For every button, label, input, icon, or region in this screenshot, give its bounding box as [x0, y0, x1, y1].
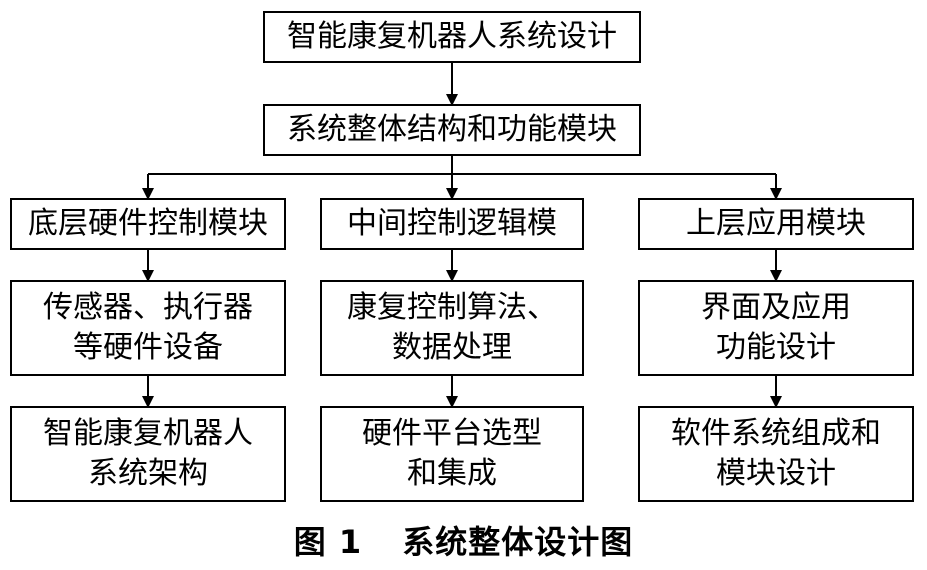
- detail-line: 功能设计: [716, 330, 836, 365]
- root-node-label: 智能康复机器人系统设计: [287, 19, 617, 54]
- figure-title: 系统整体设计图: [402, 523, 634, 561]
- module-node-bottom-layer: 底层硬件控制模块: [10, 198, 286, 250]
- detail-line: 硬件平台选型: [362, 416, 542, 451]
- figure-number: 图 1: [293, 523, 363, 561]
- detail-line: 数据处理: [392, 330, 512, 365]
- module-label: 上层应用模块: [686, 206, 866, 241]
- detail-line: 界面及应用: [701, 290, 851, 325]
- detail-line: 等硬件设备: [73, 330, 223, 365]
- structure-node-label: 系统整体结构和功能模块: [287, 112, 617, 147]
- detail2-node-top-layer: 软件系统组成和 模块设计: [638, 406, 914, 502]
- detail-line: 康复控制算法、: [347, 290, 557, 325]
- detail-line: 传感器、执行器: [43, 290, 253, 325]
- detail1-node-middle-layer: 康复控制算法、 数据处理: [320, 280, 584, 376]
- detail2-node-bottom-layer: 智能康复机器人 系统架构: [10, 406, 286, 502]
- module-label: 底层硬件控制模块: [28, 206, 268, 241]
- figure-caption: 图 1 系统整体设计图: [0, 516, 927, 568]
- detail-line: 智能康复机器人: [43, 416, 253, 451]
- detail1-node-bottom-layer: 传感器、执行器 等硬件设备: [10, 280, 286, 376]
- detail2-node-middle-layer: 硬件平台选型 和集成: [320, 406, 584, 502]
- detail-line: 软件系统组成和: [671, 416, 881, 451]
- module-node-middle-layer: 中间控制逻辑模: [320, 198, 584, 250]
- module-node-top-layer: 上层应用模块: [638, 198, 914, 250]
- module-label: 中间控制逻辑模: [347, 206, 557, 241]
- detail-line: 系统架构: [88, 456, 208, 491]
- structure-node: 系统整体结构和功能模块: [263, 104, 641, 156]
- detail1-node-top-layer: 界面及应用 功能设计: [638, 280, 914, 376]
- detail-line: 和集成: [407, 456, 497, 491]
- detail-line: 模块设计: [716, 456, 836, 491]
- root-node: 智能康复机器人系统设计: [263, 11, 641, 63]
